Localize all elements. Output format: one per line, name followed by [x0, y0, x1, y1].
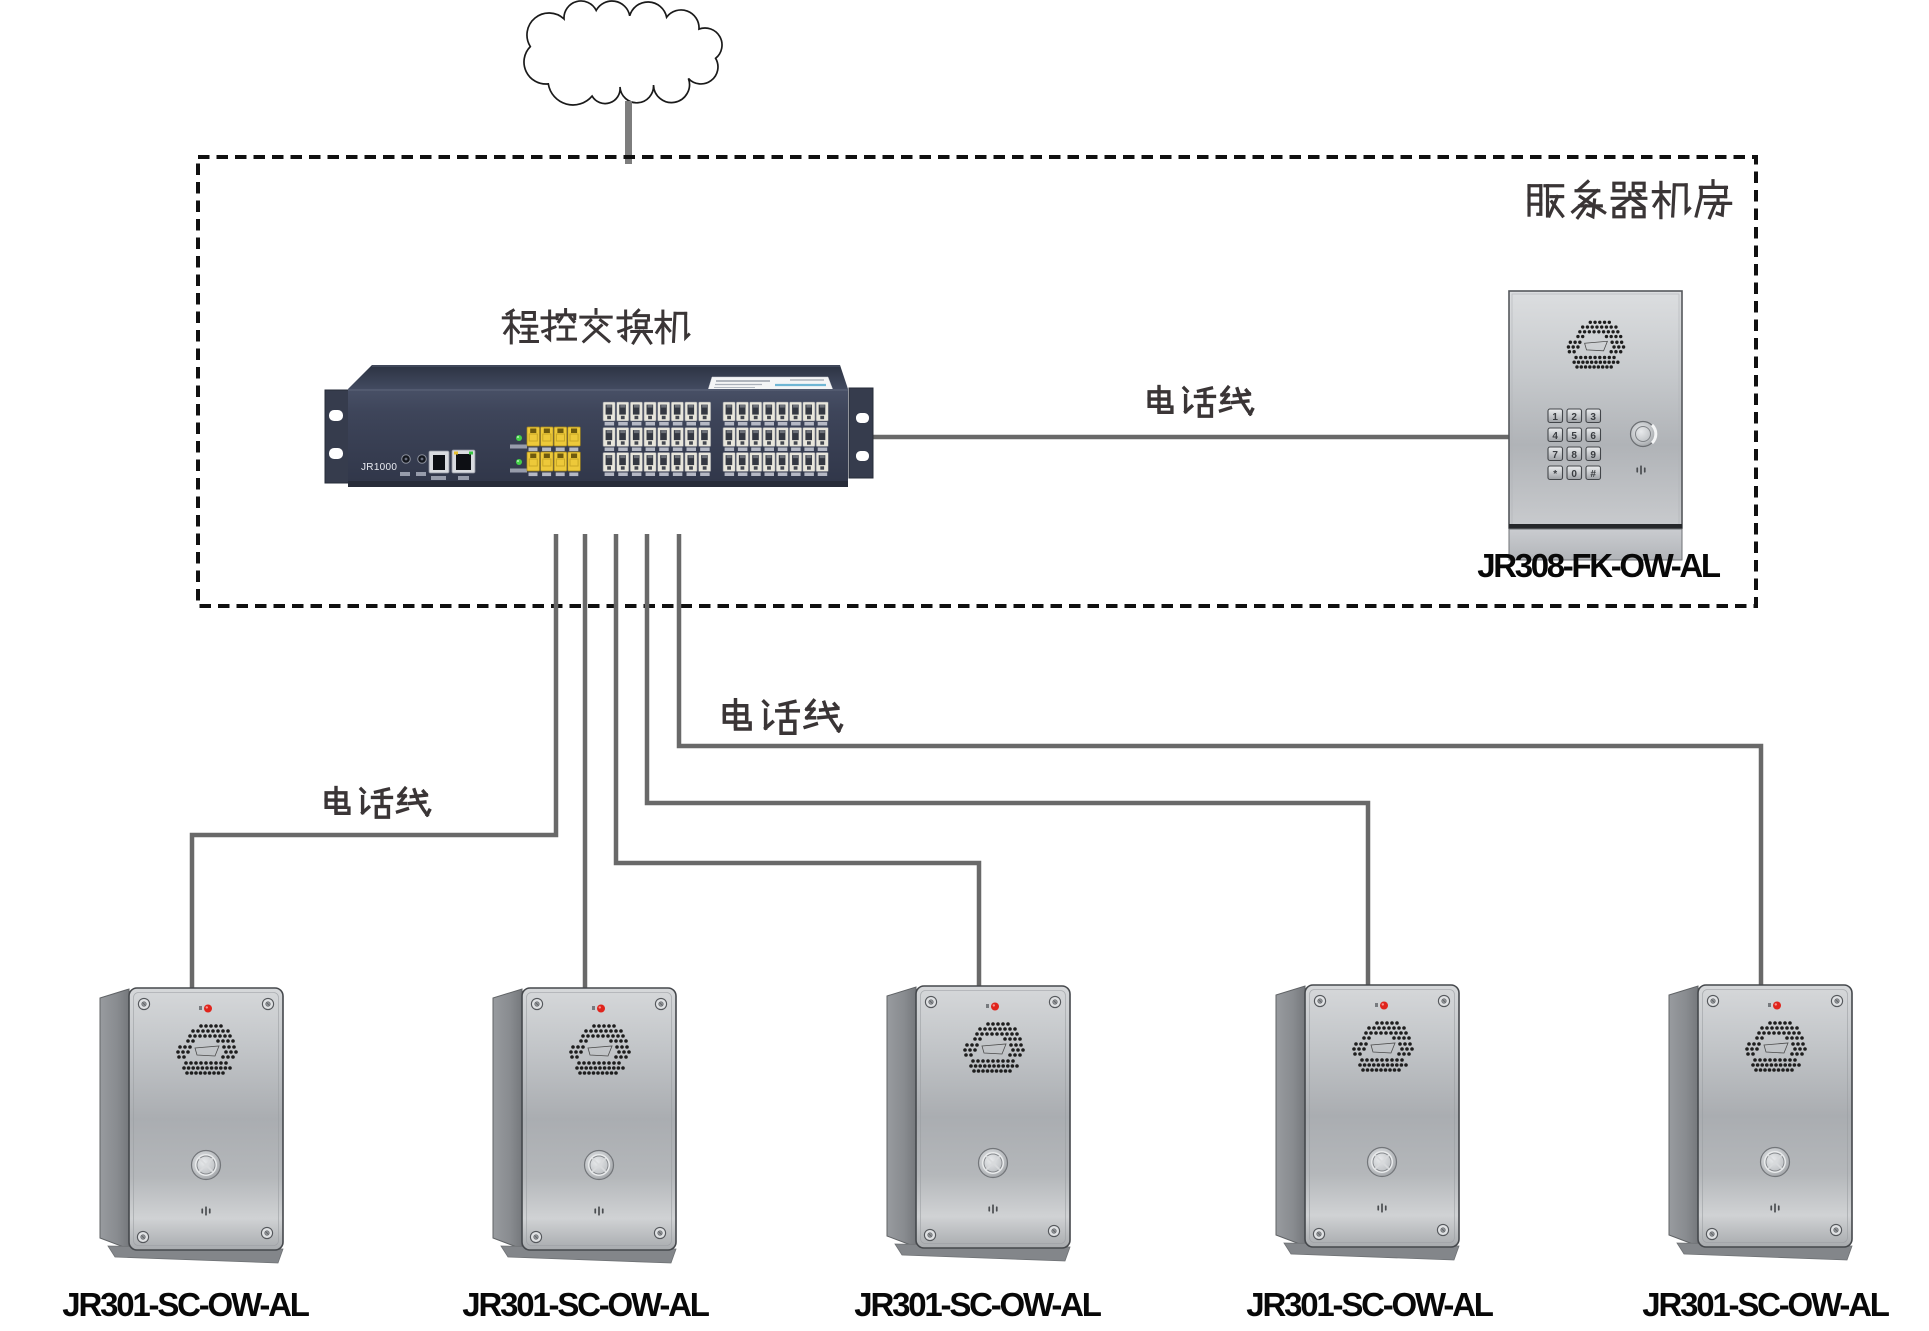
- svg-text:*: *: [1553, 469, 1557, 480]
- svg-text:3: 3: [1590, 412, 1596, 423]
- svg-text:1: 1: [1552, 412, 1558, 423]
- svg-text:JR1000: JR1000: [361, 462, 397, 473]
- svg-text:9: 9: [1590, 450, 1596, 461]
- svg-text:#: #: [1590, 469, 1596, 480]
- svg-text:0: 0: [1571, 469, 1577, 480]
- svg-text:JR301-SC-OW-AL: JR301-SC-OW-AL: [1642, 1286, 1889, 1323]
- svg-text:4: 4: [1552, 431, 1558, 442]
- svg-text:6: 6: [1590, 431, 1596, 442]
- svg-text:JR301-SC-OW-AL: JR301-SC-OW-AL: [854, 1286, 1101, 1323]
- svg-text:2: 2: [1571, 412, 1577, 423]
- svg-text:7: 7: [1552, 450, 1558, 461]
- svg-text:JR308-FK-OW-AL: JR308-FK-OW-AL: [1477, 547, 1721, 584]
- svg-text:JR301-SC-OW-AL: JR301-SC-OW-AL: [62, 1286, 309, 1323]
- svg-text:5: 5: [1571, 431, 1577, 442]
- svg-text:JR301-SC-OW-AL: JR301-SC-OW-AL: [462, 1286, 709, 1323]
- svg-text:JR301-SC-OW-AL: JR301-SC-OW-AL: [1246, 1286, 1493, 1323]
- svg-text:8: 8: [1571, 450, 1577, 461]
